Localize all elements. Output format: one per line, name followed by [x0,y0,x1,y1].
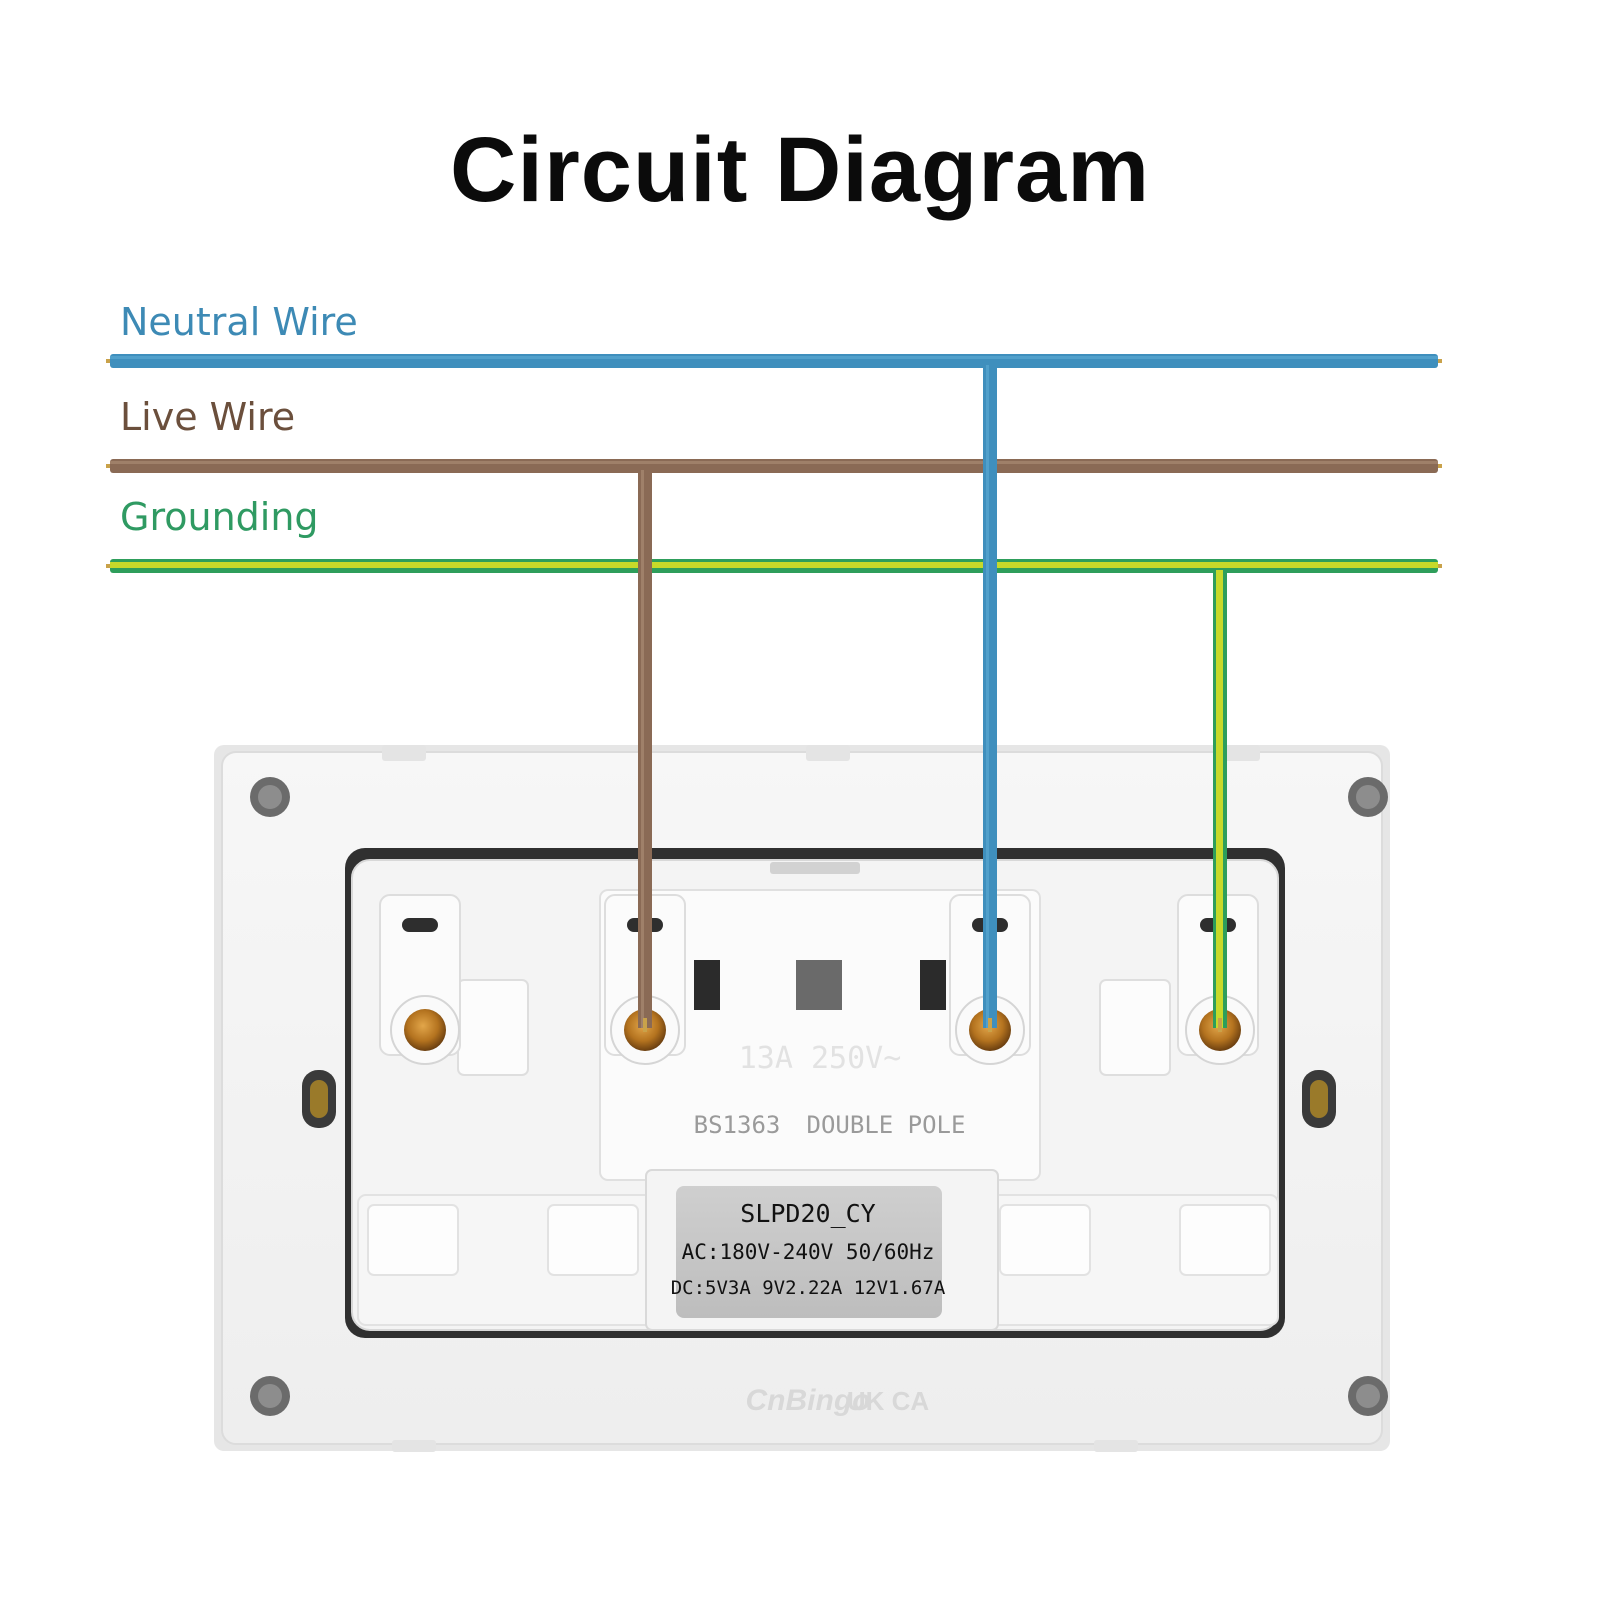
module-ac-text: AC:180V-240V 50/60Hz [682,1240,935,1264]
grounding-drop-wire [1213,570,1227,1032]
live-wire-label: Live Wire [120,395,296,439]
live-wire [106,459,1442,473]
socket-housing [345,848,1285,1338]
grounding-wire-label: Grounding [120,495,319,539]
mounting-slots [302,1070,1336,1128]
ukca-mark: UK CA [847,1386,930,1416]
neutral-wire-label: Neutral Wire [120,300,358,344]
live-drop-wire [638,470,652,1032]
rating-molded-text: 13A 250V~ [739,1041,902,1076]
usb-module: SLPD20_CY AC:180V-240V 50/60Hz DC:5V3A 9… [645,1169,999,1331]
corner-screw-holes [250,777,1388,1416]
standard-text: BS1363 [694,1111,781,1139]
double-pole-text: DOUBLE POLE [807,1111,966,1139]
neutral-wire [106,354,1442,368]
module-dc-text: DC:5V3A 9V2.22A 12V1.67A [671,1277,946,1299]
module-label-plate [676,1186,942,1318]
neutral-drop-wire [983,365,997,1032]
page-title: Circuit Diagram [449,119,1151,221]
module-model-text: SLPD20_CY [740,1199,875,1228]
brand-logo: CnBingo [746,1384,871,1417]
terminal-left-unused [379,894,461,1065]
grounding-wire [106,559,1442,573]
